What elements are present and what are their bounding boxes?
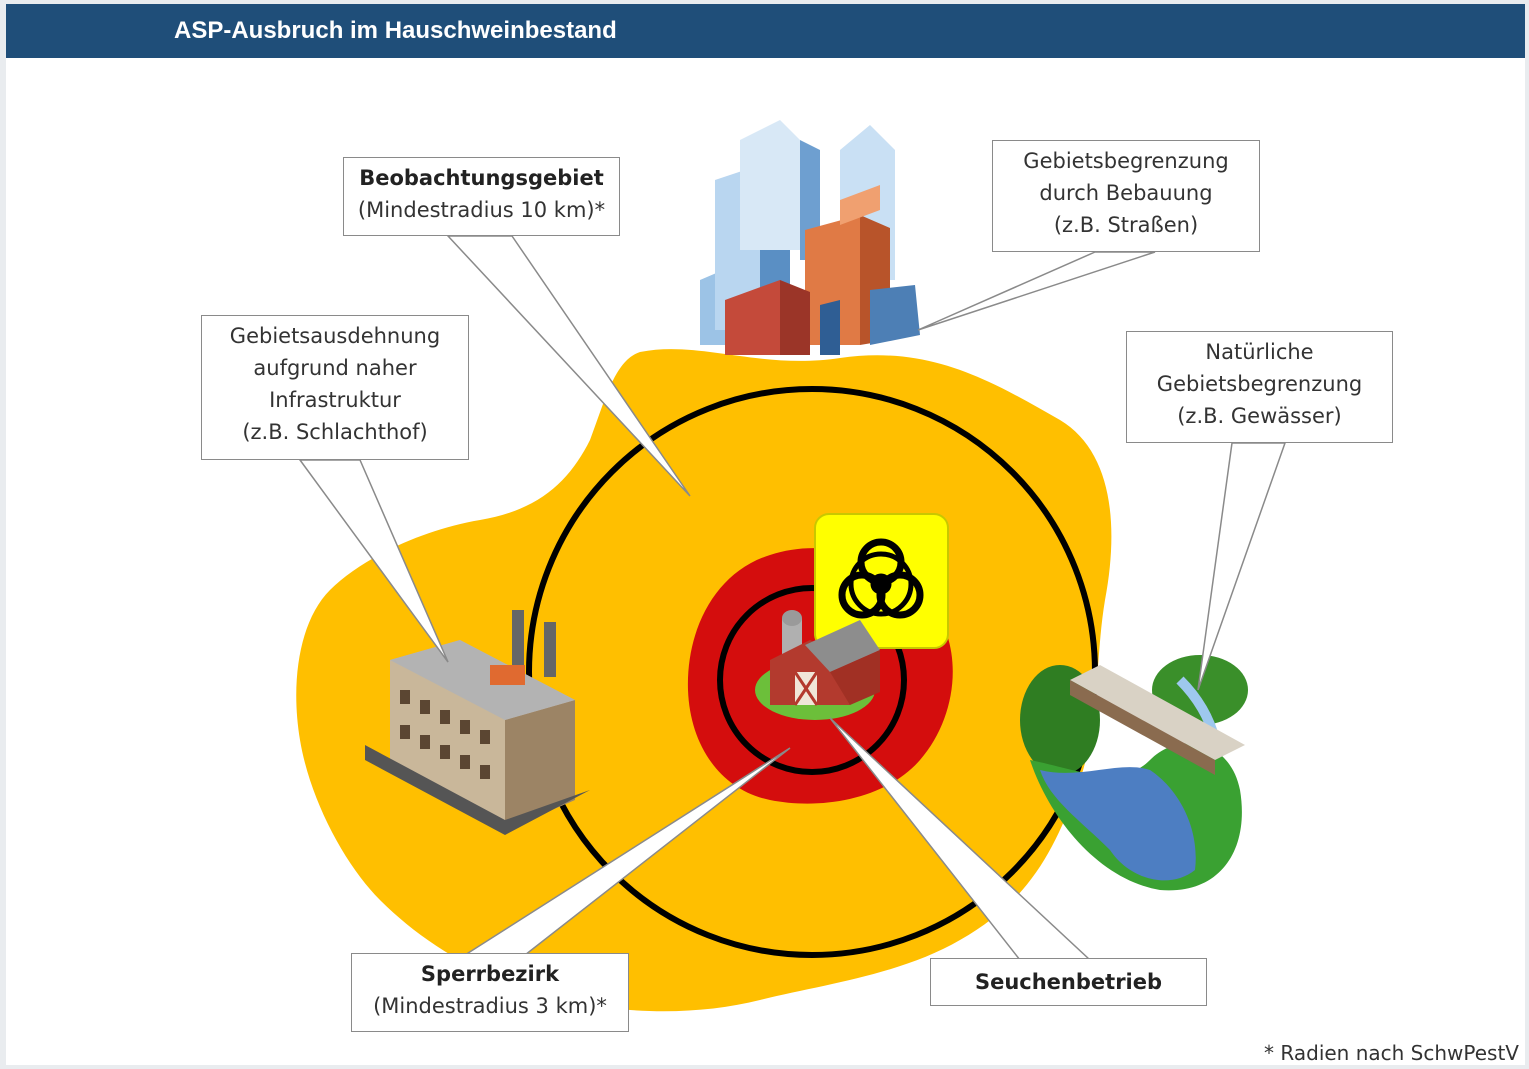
city-buildings-icon (700, 120, 920, 355)
pointer-beobachtungsgebiet (446, 235, 691, 497)
footnote: * Radien nach SchwPestV (1264, 1041, 1519, 1065)
callout-beobachtungsgebiet-radius: (Mindestradius 10 km)* (357, 198, 606, 222)
callout-natuerlich-line3: (z.B. Gewässer) (1177, 404, 1342, 428)
biohazard-icon (814, 513, 949, 649)
pointer-infrastruktur (298, 459, 449, 663)
callout-infrastruktur: Gebietsausdehnung aufgrund naher Infrast… (201, 315, 469, 460)
callout-bebauung-line1: Gebietsbegrenzung (1023, 149, 1229, 173)
pointer-natuerlich (1197, 442, 1287, 691)
callout-beobachtungsgebiet: Beobachtungsgebiet (Mindestradius 10 km)… (343, 157, 620, 236)
callout-infrastruktur-line1: Gebietsausdehnung (229, 324, 441, 348)
callout-seuchenbetrieb-title: Seuchenbetrieb (974, 970, 1163, 994)
factory-icon (365, 610, 590, 835)
callout-infrastruktur-line4: (z.B. Schlachthof) (242, 420, 428, 444)
callout-infrastruktur-line2: aufgrund naher (253, 356, 417, 380)
barn-icon (755, 610, 880, 720)
pointer-bebauung (917, 251, 1156, 331)
page-title: ASP-Ausbruch im Hauschweinbestand (6, 4, 1525, 58)
callout-sperrbezirk: Sperrbezirk (Mindestradius 3 km)* (351, 953, 629, 1032)
callout-bebauung: Gebietsbegrenzung durch Bebauung (z.B. S… (992, 140, 1260, 252)
callout-bebauung-line2: durch Bebauung (1039, 181, 1213, 205)
callout-pointers (298, 235, 1287, 961)
callout-sperrbezirk-radius: (Mindestradius 3 km)* (373, 994, 607, 1018)
callout-beobachtungsgebiet-title: Beobachtungsgebiet (359, 166, 604, 190)
callout-natuerlich-line1: Natürliche (1205, 340, 1314, 364)
callout-natuerlich-line2: Gebietsbegrenzung (1156, 372, 1363, 396)
callout-seuchenbetrieb: Seuchenbetrieb (930, 958, 1207, 1006)
callout-natuerlich: Natürliche Gebietsbegrenzung (z.B. Gewäs… (1126, 331, 1393, 443)
restricted-radius-ring (717, 585, 907, 775)
callout-infrastruktur-line3: Infrastruktur (269, 388, 401, 412)
callout-sperrbezirk-title: Sperrbezirk (420, 962, 560, 986)
callout-bebauung-line3: (z.B. Straßen) (1053, 213, 1199, 237)
river-bridge-icon (1020, 655, 1248, 891)
